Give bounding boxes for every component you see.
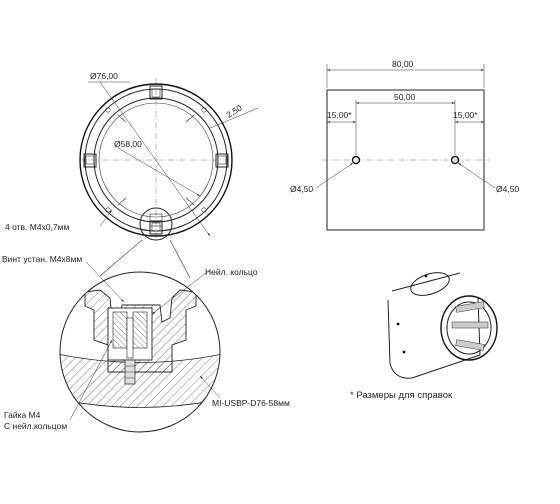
- spacing-label: 50,00: [394, 92, 416, 102]
- isometric-view: [387, 272, 498, 379]
- offset-right-label: 15,00*: [453, 110, 478, 120]
- dia-inner-label: Ø58,00: [114, 139, 142, 149]
- wall-thickness-label: 2,50: [224, 102, 244, 119]
- side-view: 80,00 50,00 15,00* 15,00* Ø4,50 Ø4,50: [290, 59, 519, 231]
- part-number-label: MI-USBP-D76-58мм: [212, 398, 290, 408]
- hole-left-label: Ø4,50: [290, 184, 313, 194]
- offset-left-label: 15,00*: [327, 110, 352, 120]
- nylon-ring-label: Нейл. кольцо: [205, 267, 258, 277]
- dia-outer-label: Ø76,00: [90, 71, 118, 81]
- detail-view: Винт устан. M4x8мм Нейл. кольцо Гайка M4…: [2, 239, 290, 433]
- reference-note: * Размеры для справок: [350, 390, 453, 401]
- width-label: 80,00: [392, 59, 414, 69]
- nut-label-line1: Гайка M4: [4, 410, 41, 420]
- top-view: Ø76,00 Ø58,00 2,50 4 отв. M4x0,7мм: [5, 71, 259, 244]
- hole-right-label: Ø4,50: [496, 184, 519, 194]
- holes-label: 4 отв. M4x0,7мм: [5, 222, 69, 232]
- nut-label-line2: С нейл.кольцом: [4, 421, 67, 431]
- set-screw-label: Винт устан. M4x8мм: [2, 254, 82, 264]
